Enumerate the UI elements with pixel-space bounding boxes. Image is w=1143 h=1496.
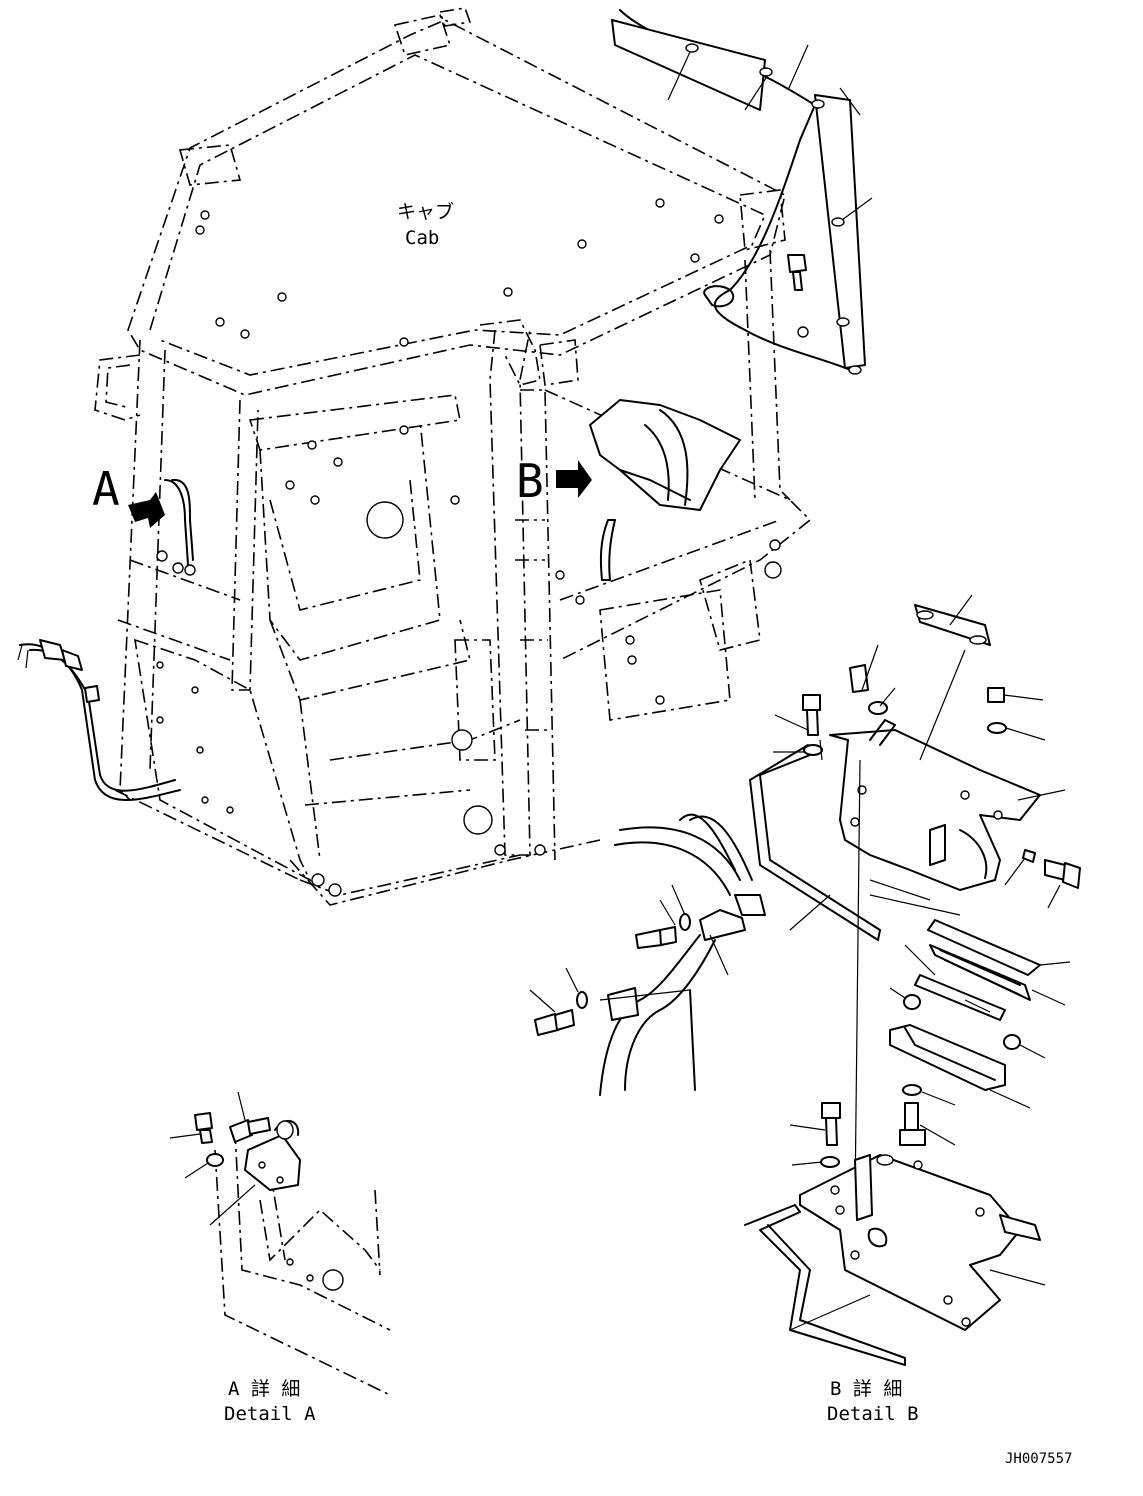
left-harness (17, 639, 181, 801)
callout-a: A (92, 462, 196, 576)
detail-b-label-jp: B 詳 細 (830, 1378, 902, 1400)
detail-b-exploded (529, 594, 1081, 1366)
callout-b-arrow-icon (556, 460, 592, 498)
callout-a-label: A (92, 462, 120, 516)
cab-label: キャブ Cab (397, 200, 454, 249)
detail-a-caption: A 詳 細 Detail A (224, 1378, 316, 1425)
cab-label-jp: キャブ (397, 200, 454, 223)
callout-a-arrow-icon (128, 492, 165, 528)
detail-b-label-en: Detail B (827, 1403, 919, 1425)
detail-a-label-jp: A 詳 細 (228, 1378, 300, 1400)
detail-b-caption: B 詳 細 Detail B (827, 1378, 919, 1425)
cab-label-en: Cab (405, 227, 439, 249)
detail-a-view (169, 1091, 391, 1396)
detail-a-label-en: Detail A (224, 1403, 316, 1425)
roof-harness (611, 9, 873, 375)
callout-b: B (516, 399, 741, 581)
cab-assembly (94, 7, 812, 906)
drawing-number: JH007557 (1005, 1451, 1072, 1467)
callout-b-label: B (516, 454, 544, 508)
roof-bolts (195, 198, 724, 347)
